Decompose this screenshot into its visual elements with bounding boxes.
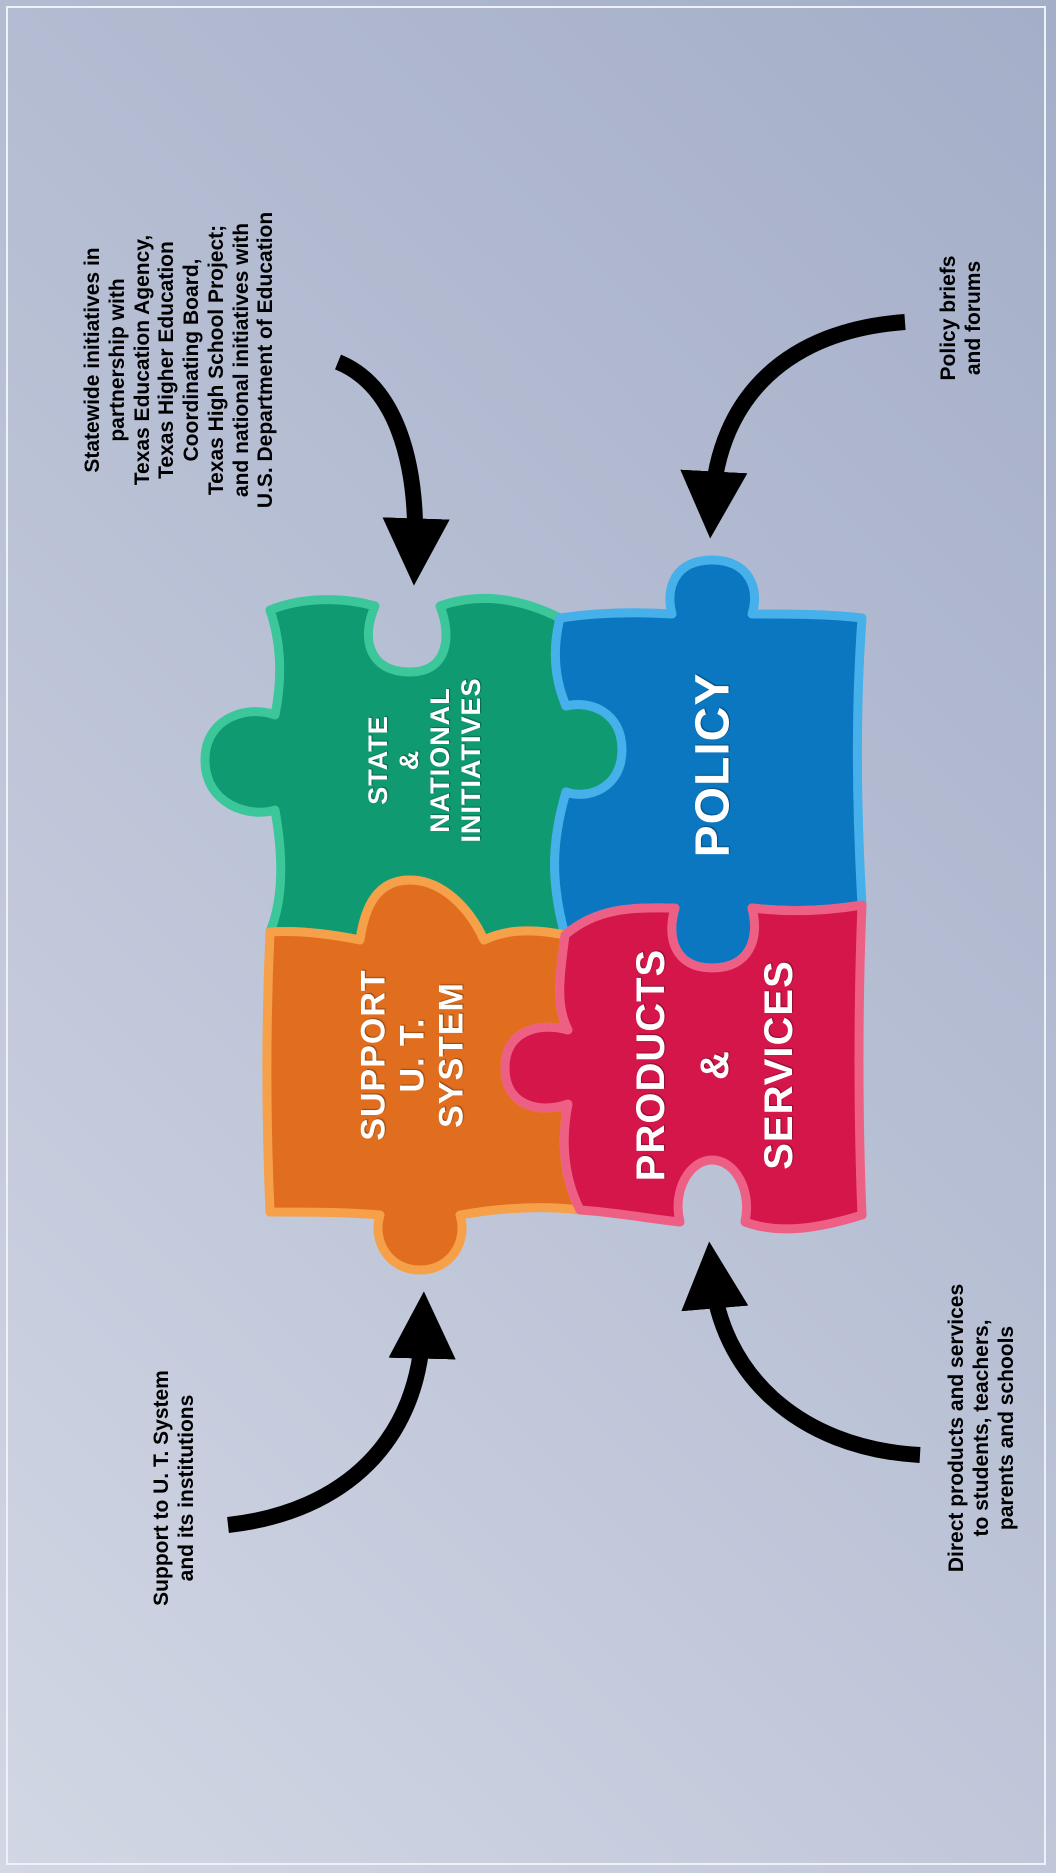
caption-line: to students, teachers, (969, 1319, 993, 1537)
caption-line: Direct products and services (944, 1283, 968, 1573)
piece-label-products: PRODUCTS&SERVICES (619, 949, 811, 1181)
piece-label-line: STATE (362, 715, 393, 805)
piece-label-line: INITIATIVES (456, 677, 487, 843)
puzzle-piece-products (500, 900, 867, 1234)
caption-line: and its institutions (175, 1394, 198, 1582)
caption-line: Coordinating Board, (180, 258, 203, 462)
caption-line: and forums (962, 260, 985, 376)
caption-line: Texas High School Project; (204, 224, 228, 496)
caption-line: partnership with (105, 278, 129, 442)
caption-line: and national initiatives with (229, 222, 253, 498)
caption-line: U.S. Department of Education (254, 211, 278, 509)
piece-label-line: SERVICES (757, 960, 801, 1170)
piece-label-line: & (693, 1050, 737, 1080)
caption-line: Policy briefs (937, 255, 961, 381)
arrow-products (681, 1241, 921, 1463)
arrow-policy (680, 314, 906, 539)
caption-line: Texas Higher Education (155, 241, 179, 479)
piece-label-policy: POLICY (685, 673, 740, 858)
piece-label-line: SYSTEM (432, 982, 471, 1128)
piece-label-line: & (393, 749, 424, 771)
caption-line: parents and schools (994, 1325, 1018, 1531)
diagram-frame (6, 6, 1046, 1865)
piece-label-line: POLICY (686, 672, 740, 858)
piece-label-line: NATIONAL (425, 687, 455, 833)
caption-line: Texas Education Agency, (130, 234, 154, 486)
caption-line: Support to U. T. System (150, 1370, 174, 1606)
piece-label-line: SUPPORT (354, 969, 393, 1141)
arrow-state (334, 354, 450, 586)
piece-label-line: PRODUCTS (629, 948, 673, 1182)
arrow-support (227, 1291, 456, 1533)
piece-label-line: U. T. (393, 1017, 432, 1093)
caption-line: Statewide initiatives in (80, 247, 104, 473)
